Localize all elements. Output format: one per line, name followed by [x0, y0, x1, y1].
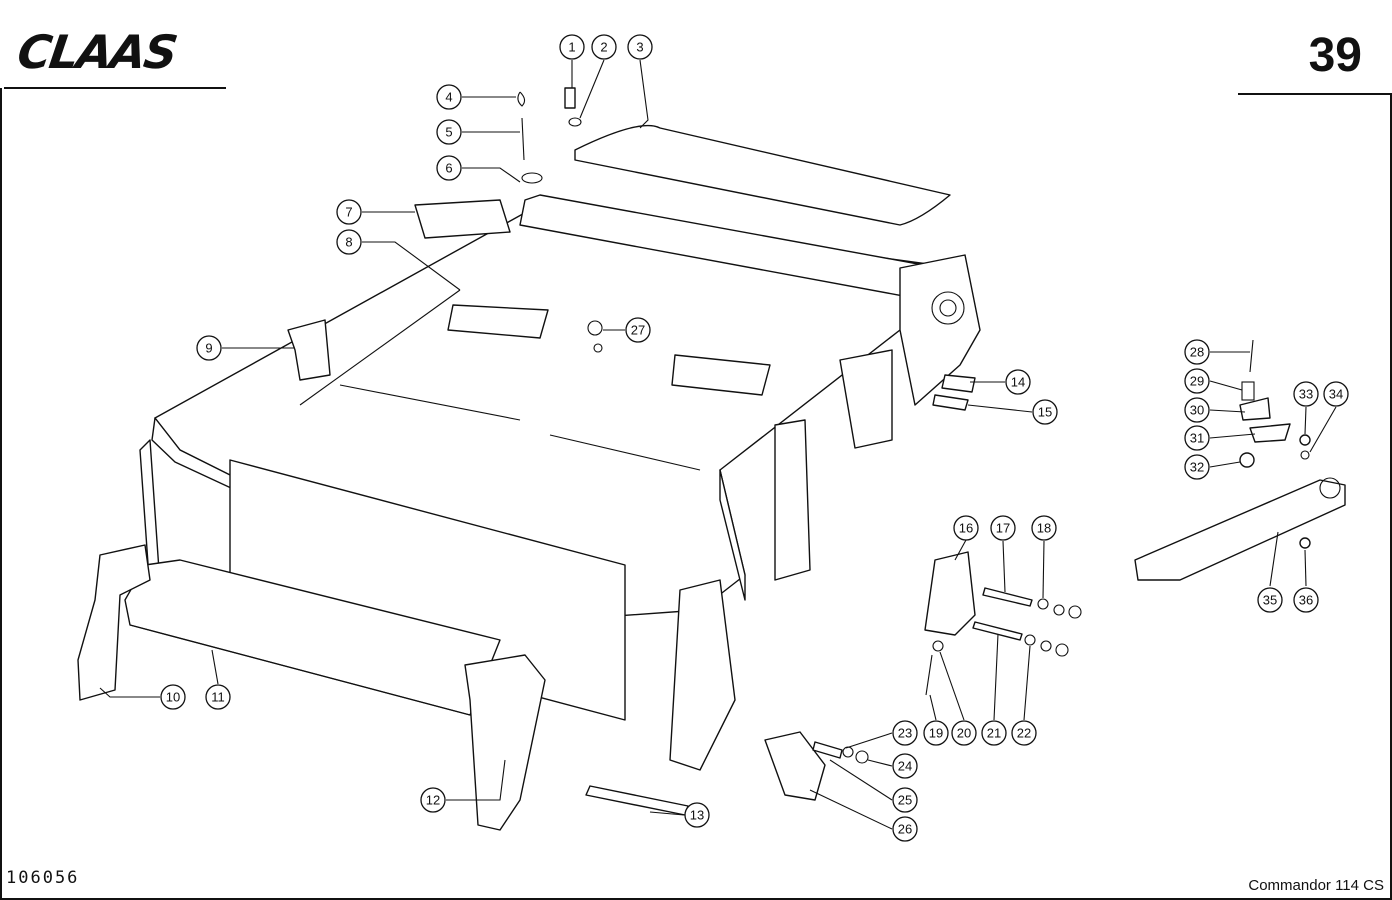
callout-28-label: 28 [1190, 345, 1204, 360]
callout-3: 3 [627, 34, 653, 60]
callout-21: 21 [981, 720, 1007, 746]
hatch-cover [414, 199, 511, 239]
callout-32-label: 32 [1190, 460, 1204, 475]
callout-1: 1 [559, 34, 585, 60]
callout-29-label: 29 [1190, 374, 1204, 389]
callout-21-label: 21 [987, 726, 1001, 741]
frame-bottom [0, 898, 1392, 900]
callout-1-label: 1 [568, 40, 575, 55]
callout-22-label: 22 [1017, 726, 1031, 741]
callout-12-label: 12 [426, 793, 440, 808]
callout-13-label: 13 [690, 808, 704, 823]
callout-10-label: 10 [166, 690, 180, 705]
callout-18: 18 [1031, 515, 1057, 541]
callout-17: 17 [990, 515, 1016, 541]
callout-23-label: 23 [898, 726, 912, 741]
callout-5: 5 [436, 119, 462, 145]
callout-4: 4 [436, 84, 462, 110]
callout-8: 8 [336, 229, 362, 255]
callout-19: 19 [923, 720, 949, 746]
small-parts-upper [517, 87, 582, 184]
callout-17-label: 17 [996, 521, 1010, 536]
header-rule-right [1238, 93, 1392, 95]
callout-7: 7 [336, 199, 362, 225]
callout-3-label: 3 [636, 40, 643, 55]
callout-24-label: 24 [898, 759, 912, 774]
callout-27-label: 27 [631, 323, 645, 338]
leader-lines [99, 59, 1337, 830]
callout-34: 34 [1323, 381, 1349, 407]
callout-5-label: 5 [445, 125, 452, 140]
callout-7-label: 7 [345, 205, 352, 220]
callout-20: 20 [951, 720, 977, 746]
callout-26-label: 26 [898, 822, 912, 837]
callout-36: 36 [1293, 587, 1319, 613]
callout-18-label: 18 [1037, 521, 1051, 536]
callout-25-label: 25 [898, 793, 912, 808]
callout-30-label: 30 [1190, 403, 1204, 418]
drawbar-35 [1134, 434, 1346, 581]
callout-6-label: 6 [445, 161, 452, 176]
callout-25: 25 [892, 787, 918, 813]
bracket-9 [287, 319, 331, 381]
callout-13: 13 [684, 802, 710, 828]
callout-35: 35 [1257, 587, 1283, 613]
callout-29: 29 [1184, 368, 1210, 394]
bracket-right [464, 654, 546, 831]
plate-assembly [764, 731, 869, 801]
callout-12: 12 [420, 787, 446, 813]
callout-10: 10 [160, 684, 186, 710]
callout-34-label: 34 [1329, 387, 1343, 402]
callout-22: 22 [1011, 720, 1037, 746]
callout-24: 24 [892, 753, 918, 779]
callout-11-label: 11 [211, 690, 225, 705]
callout-26: 26 [892, 816, 918, 842]
callout-31: 31 [1184, 425, 1210, 451]
drawing-number: 106056 [6, 868, 80, 888]
callout-33-label: 33 [1299, 387, 1313, 402]
callout-2-label: 2 [600, 40, 607, 55]
callout-35-label: 35 [1263, 593, 1277, 608]
callout-20-label: 20 [957, 726, 971, 741]
callout-2: 2 [591, 34, 617, 60]
hinge-assembly [924, 551, 1082, 696]
plates-14-15 [932, 374, 976, 411]
callout-15-label: 15 [1038, 405, 1052, 420]
callout-14: 14 [1005, 369, 1031, 395]
callout-31-label: 31 [1190, 431, 1204, 446]
callout-19-label: 19 [929, 726, 943, 741]
callout-6: 6 [436, 155, 462, 181]
callout-9-label: 9 [205, 341, 212, 356]
header-rule-left [4, 87, 226, 89]
callout-8-label: 8 [345, 235, 352, 250]
callout-30: 30 [1184, 397, 1210, 423]
callout-16-label: 16 [959, 521, 973, 536]
callout-15: 15 [1032, 399, 1058, 425]
callout-9: 9 [196, 335, 222, 361]
callout-27: 27 [625, 317, 651, 343]
model-name: Commandor 114 CS [1248, 877, 1384, 894]
spring-assembly [1239, 339, 1291, 468]
strip-13 [585, 785, 689, 816]
frame-right [1390, 93, 1392, 900]
callout-28: 28 [1184, 339, 1210, 365]
callout-23: 23 [892, 720, 918, 746]
page-number: 39 [1308, 29, 1362, 82]
chassis-frame [139, 194, 981, 771]
callout-16: 16 [953, 515, 979, 541]
callout-14-label: 14 [1011, 375, 1025, 390]
callout-11: 11 [205, 684, 231, 710]
top-cover [574, 124, 951, 226]
frame-left [0, 88, 2, 900]
callout-36-label: 36 [1299, 593, 1313, 608]
callout-33: 33 [1293, 381, 1319, 407]
callout-32: 32 [1184, 454, 1210, 480]
front-beam [124, 559, 501, 716]
bracket-left [77, 544, 151, 701]
callout-4-label: 4 [445, 90, 452, 105]
